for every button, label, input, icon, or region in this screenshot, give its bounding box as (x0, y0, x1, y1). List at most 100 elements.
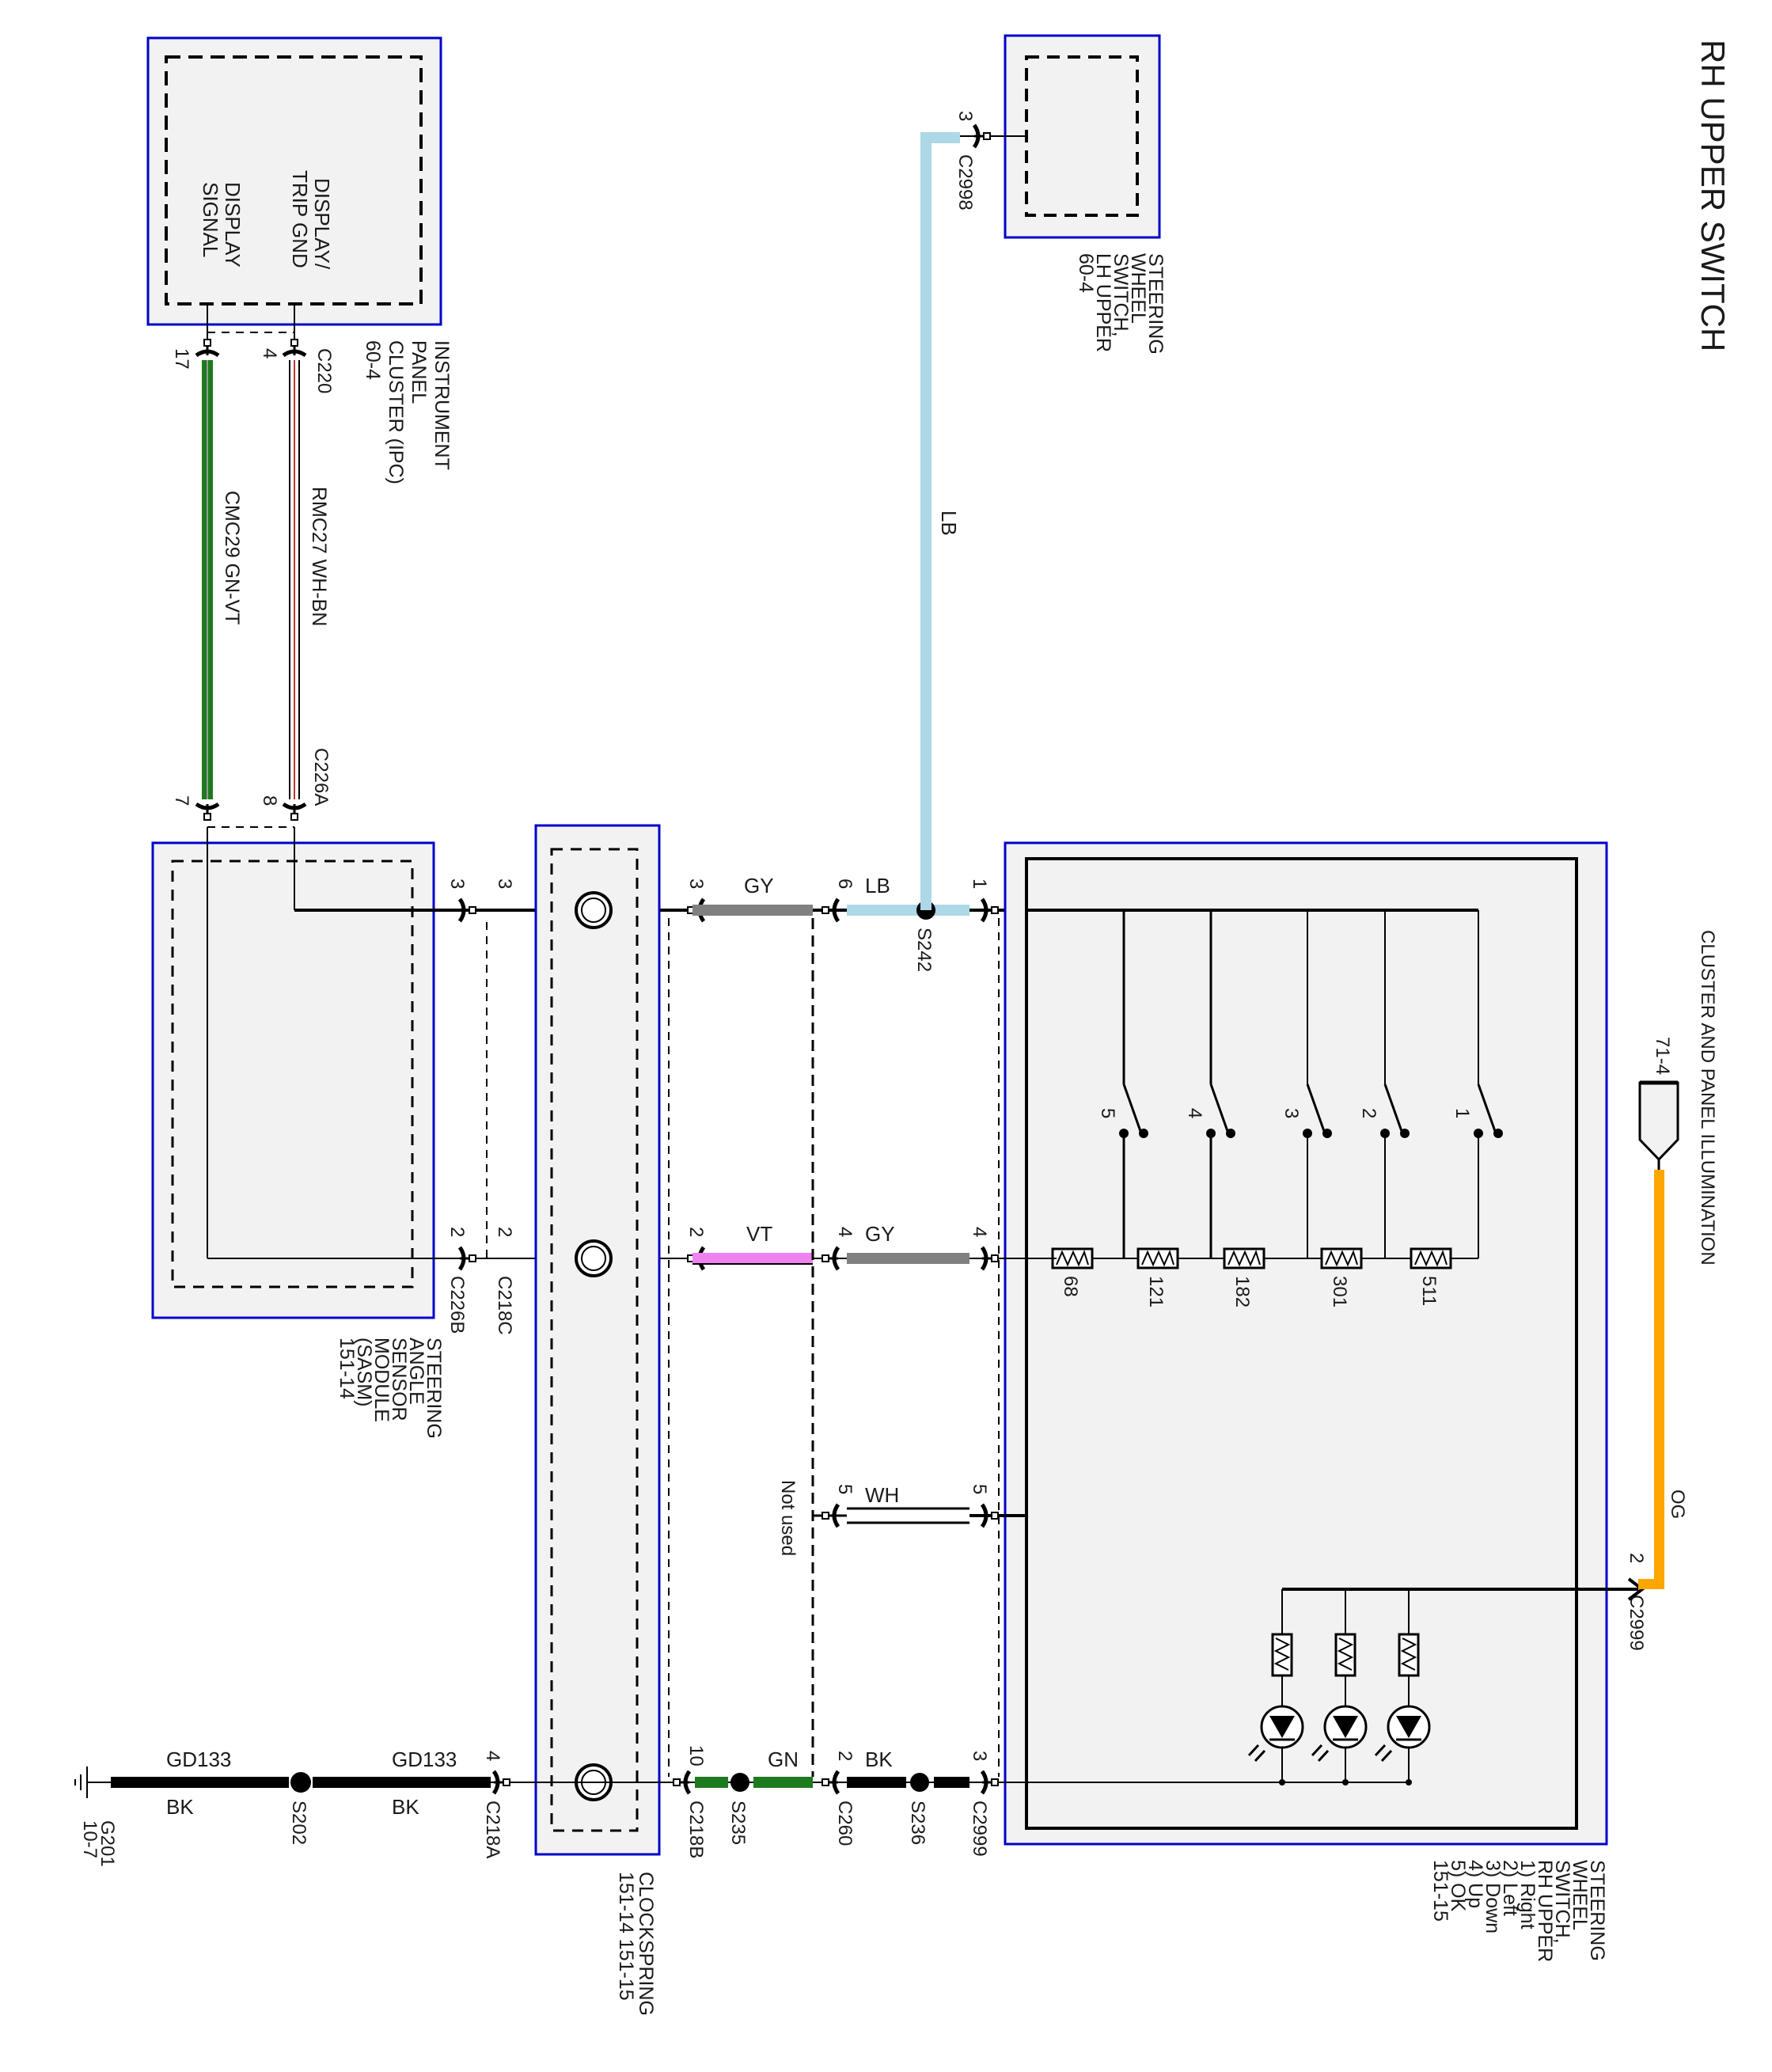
splice-s235 (730, 1773, 749, 1792)
ground-label: 10-7 (79, 1820, 101, 1858)
wire-label: BK (865, 1748, 893, 1771)
switch-1: 1 (1451, 910, 1503, 1258)
pin-number: 2 (494, 1227, 515, 1237)
switch-2: 2 (1358, 910, 1410, 1258)
pin-number: 7 (171, 795, 192, 806)
led-icon (1374, 1589, 1431, 1785)
component-name: 4) Up (1464, 1860, 1486, 1908)
pin-number: 17 (171, 348, 192, 370)
wire-label: BK (166, 1795, 194, 1819)
connector-label: C220 (313, 348, 335, 393)
pin-number: 8 (259, 795, 280, 806)
led-icon (1311, 1589, 1368, 1785)
component-name: 60-4 (362, 340, 384, 380)
pin-number: 10 (685, 1745, 707, 1767)
component-name: WHEEL (1569, 1860, 1591, 1930)
component-name: 2) Left (1499, 1860, 1521, 1916)
component-name: 151-15 (1429, 1860, 1451, 1922)
ipc-module: DISPLAY/ TRIP GND DISPLAY SIGNAL 17 4 C2… (146, 36, 453, 484)
component-name: 5) OK (1447, 1860, 1469, 1912)
ground-label: G201 (97, 1820, 118, 1867)
pin-number: 6 (834, 879, 856, 889)
not-used-label: Not used (777, 1480, 799, 1556)
pin-number: 2 (685, 1227, 707, 1237)
pin-number: 4 (259, 348, 280, 359)
switch-4: 4 (1184, 910, 1235, 1258)
component-name: CLOCKSPRING (635, 1872, 657, 2016)
illumination-ref: 71-4 (1652, 1037, 1673, 1075)
connector-label: C218A (482, 1801, 503, 1858)
connector-label: C226B (446, 1276, 468, 1334)
component-name: 151-14 (336, 1338, 358, 1399)
led-icon (1247, 1589, 1304, 1785)
ipc-pin-label: DISPLAY/ (310, 178, 334, 270)
circuit-row-2: 2 2 C226B C218C 2 VT 4 GY 4 (207, 1222, 1061, 1335)
splice-label: S202 (288, 1801, 309, 1845)
illumination-feed: CLUSTER AND PANEL ILLUMINATION 71-4 OG 2… (1626, 930, 1718, 1651)
pin-number: 3 (954, 111, 976, 121)
pin-number: 3 (685, 879, 707, 889)
wire-label: GY (744, 874, 774, 897)
connector-label: C218B (685, 1801, 707, 1858)
wire-label: CMC29 GN-VT (221, 491, 243, 624)
component-name: 3) Down (1482, 1860, 1504, 1933)
wire-label: GD133 (392, 1748, 457, 1771)
wire-label: GY (865, 1222, 895, 1246)
resistor-511: 511 (1410, 1247, 1452, 1306)
splice-label: S242 (913, 928, 935, 972)
pin-number: 4 (482, 1751, 503, 1761)
pin-number: 3 (969, 1751, 990, 1761)
resistor-value: 301 (1329, 1276, 1350, 1307)
component-name: INSTRUMENT (431, 340, 453, 470)
component-name: SWITCH, (1110, 253, 1132, 337)
switch-number: 1 (1451, 1108, 1473, 1118)
component-name: (SASM) (353, 1338, 375, 1407)
connector-label: C260 (834, 1801, 856, 1846)
switch-number: 2 (1358, 1108, 1379, 1118)
illumination-label: CLUSTER AND PANEL ILLUMINATION (1697, 930, 1718, 1266)
resistor-value: 68 (1060, 1276, 1081, 1297)
wire-label: RMC27 WH-BN (308, 487, 330, 626)
sasm-module: 7 8 C226A STEERING ANGLE SENSOR MODULE (… (151, 748, 445, 1439)
component-name: SWITCH, (1551, 1860, 1573, 1944)
wire-label: LB (865, 874, 890, 897)
resistor-value: 511 (1418, 1276, 1440, 1306)
pin-number: 5 (969, 1484, 990, 1494)
splice-s236 (910, 1773, 929, 1792)
component-name: SENSOR (388, 1338, 410, 1421)
connector-label: C2998 (954, 154, 976, 211)
page-title: RH UPPER SWITCH (1694, 40, 1732, 351)
switch-3: 3 (1281, 910, 1332, 1258)
splice-s202 (290, 1772, 311, 1793)
pin-number: 2 (834, 1751, 856, 1761)
pin-number: 4 (834, 1227, 856, 1237)
switch-number: 5 (1097, 1108, 1118, 1118)
component-name: MODULE (370, 1338, 393, 1422)
ipc-pin-label: TRIP GND (288, 170, 312, 268)
resistor-121: 121 (1136, 1247, 1179, 1307)
pin-number: 2 (446, 1227, 468, 1237)
pin-number: 2 (1626, 1553, 1647, 1563)
component-name: PANEL (408, 340, 430, 404)
circuit-row-4: G201 10-7 GD133 BK S202 GD133 BK 4 C218A… (74, 1745, 1045, 1867)
component-name: 60-4 (1075, 253, 1097, 293)
wire-label: WH (865, 1483, 899, 1507)
wire-rmc27: RMC27 WH-BN (289, 360, 330, 799)
pin-number: 3 (494, 879, 515, 889)
wire-label: LB (937, 510, 961, 536)
switch-number: 4 (1184, 1108, 1205, 1118)
resistor-301: 301 (1320, 1247, 1363, 1307)
lh-upper-switch: 3 C2998 STEERING WHEEL SWITCH, LH UPPER … (954, 34, 1167, 355)
wire-label: GD133 (166, 1748, 231, 1771)
component-name: LH UPPER (1092, 253, 1114, 352)
component-name: 1) Right (1516, 1860, 1539, 1930)
component-name: ANGLE (405, 1338, 427, 1405)
connector-label: C2999 (969, 1801, 990, 1857)
pin-number: 4 (969, 1227, 990, 1237)
wire-label: OG (1667, 1489, 1688, 1519)
component-name: RH UPPER (1534, 1860, 1556, 1962)
connector-label: C218C (494, 1276, 515, 1335)
component-name: 151-14 151-15 (615, 1872, 637, 2001)
